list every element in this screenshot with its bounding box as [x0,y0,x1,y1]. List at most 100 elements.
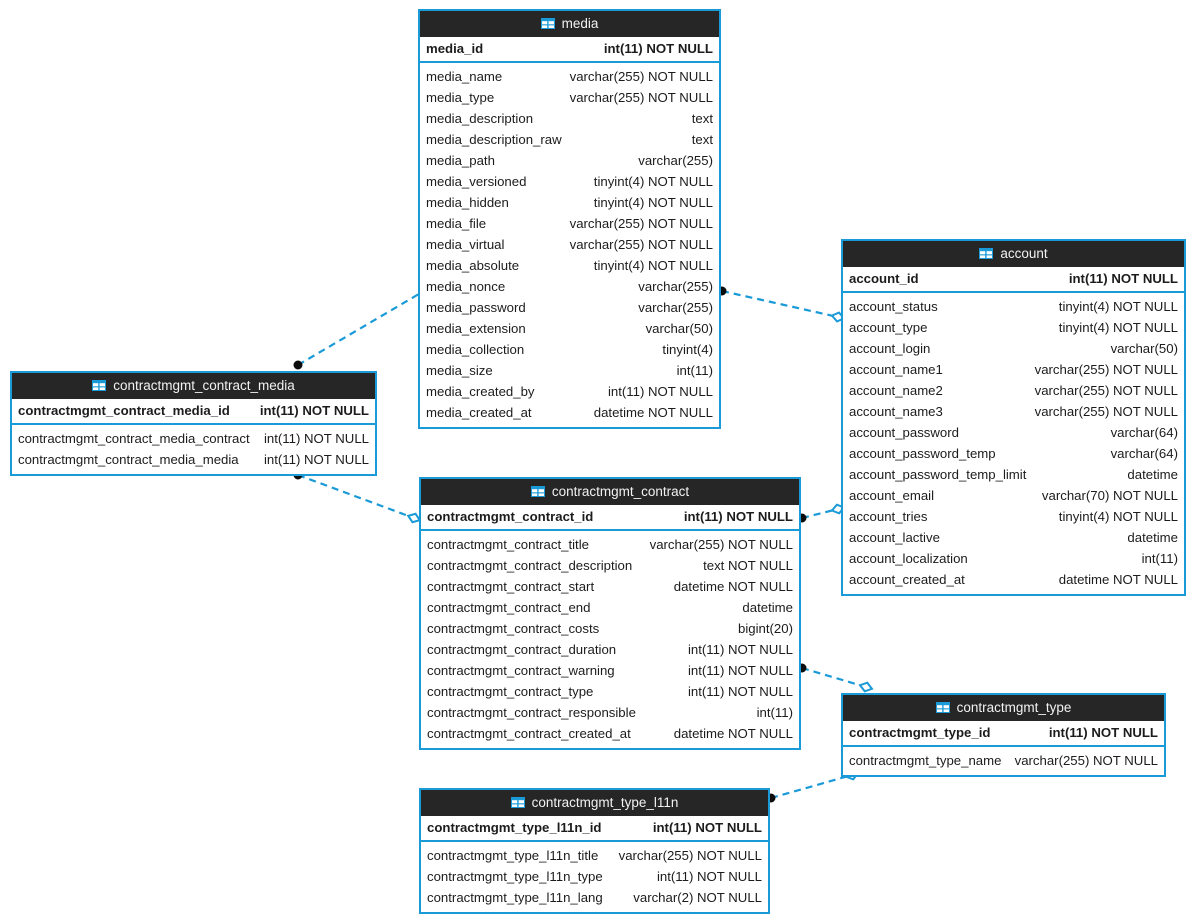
entity-header-account[interactable]: account [843,241,1184,267]
column-name: account_localization [849,551,968,566]
column-name: contractmgmt_contract_duration [427,642,617,657]
column-name: media_description [426,111,534,126]
column-type: varchar(255) NOT NULL [1034,362,1178,377]
column-row[interactable]: media_name varchar(255) NOT NULL [420,66,719,87]
column-type: datetime [1127,467,1178,482]
relation-rel-contract-to-account[interactable] [797,503,846,523]
column-name: contractmgmt_type_name [849,753,1002,768]
relation-rel-contract-media-to-media[interactable] [293,286,431,370]
relation-rel-media-to-account[interactable] [717,286,846,323]
column-name: account_password_temp [849,446,996,461]
column-type: text [691,111,713,126]
column-type: int(11) [756,705,793,720]
entity-header-contractmgmt_type_l11n[interactable]: contractmgmt_type_l11n [421,790,768,816]
column-row[interactable]: media_description text [420,108,719,129]
column-name: contractmgmt_contract_id [427,509,594,524]
column-type: varchar(255) NOT NULL [1014,753,1158,768]
column-name: media_password [426,300,526,315]
column-row[interactable]: contractmgmt_contract_duration int(11) NO… [421,639,799,660]
table-icon [979,248,994,259]
column-name: account_email [849,488,935,503]
column-name: account_tries [849,509,928,524]
column-type: varchar(64) [1110,446,1178,461]
column-name: media_created_at [426,405,532,420]
column-type: text NOT NULL [703,558,793,573]
column-type: varchar(255) NOT NULL [569,69,713,84]
column-type: int(11) NOT NULL [687,642,793,657]
column-type: varchar(255) NOT NULL [1034,404,1178,419]
column-type: int(11) NOT NULL [263,431,369,446]
column-name: media_name [426,69,503,84]
relation-line [721,289,833,317]
column-name: media_extension [426,321,526,336]
relation-line [770,775,847,800]
entity-header-media[interactable]: media [420,11,719,37]
column-name: account_type [849,320,928,335]
entity-header-contractmgmt_contract_media[interactable]: contractmgmt_contract_media [12,373,375,399]
relation-rel-contract-media-to-contract[interactable] [293,470,422,524]
table-icon [510,797,525,808]
relation-rel-contract-to-type[interactable] [797,663,874,693]
column-row[interactable]: account_password_temp varchar(64) [843,443,1184,464]
entity-title: account [1000,245,1048,261]
column-name: contractmgmt_contract_created_at [427,726,631,741]
entity-header-contractmgmt_contract[interactable]: contractmgmt_contract [421,479,799,505]
column-row[interactable]: contractmgmt_type_name varchar(255) NOT N… [843,750,1164,771]
entity-header-contractmgmt_type[interactable]: contractmgmt_type [843,695,1164,721]
